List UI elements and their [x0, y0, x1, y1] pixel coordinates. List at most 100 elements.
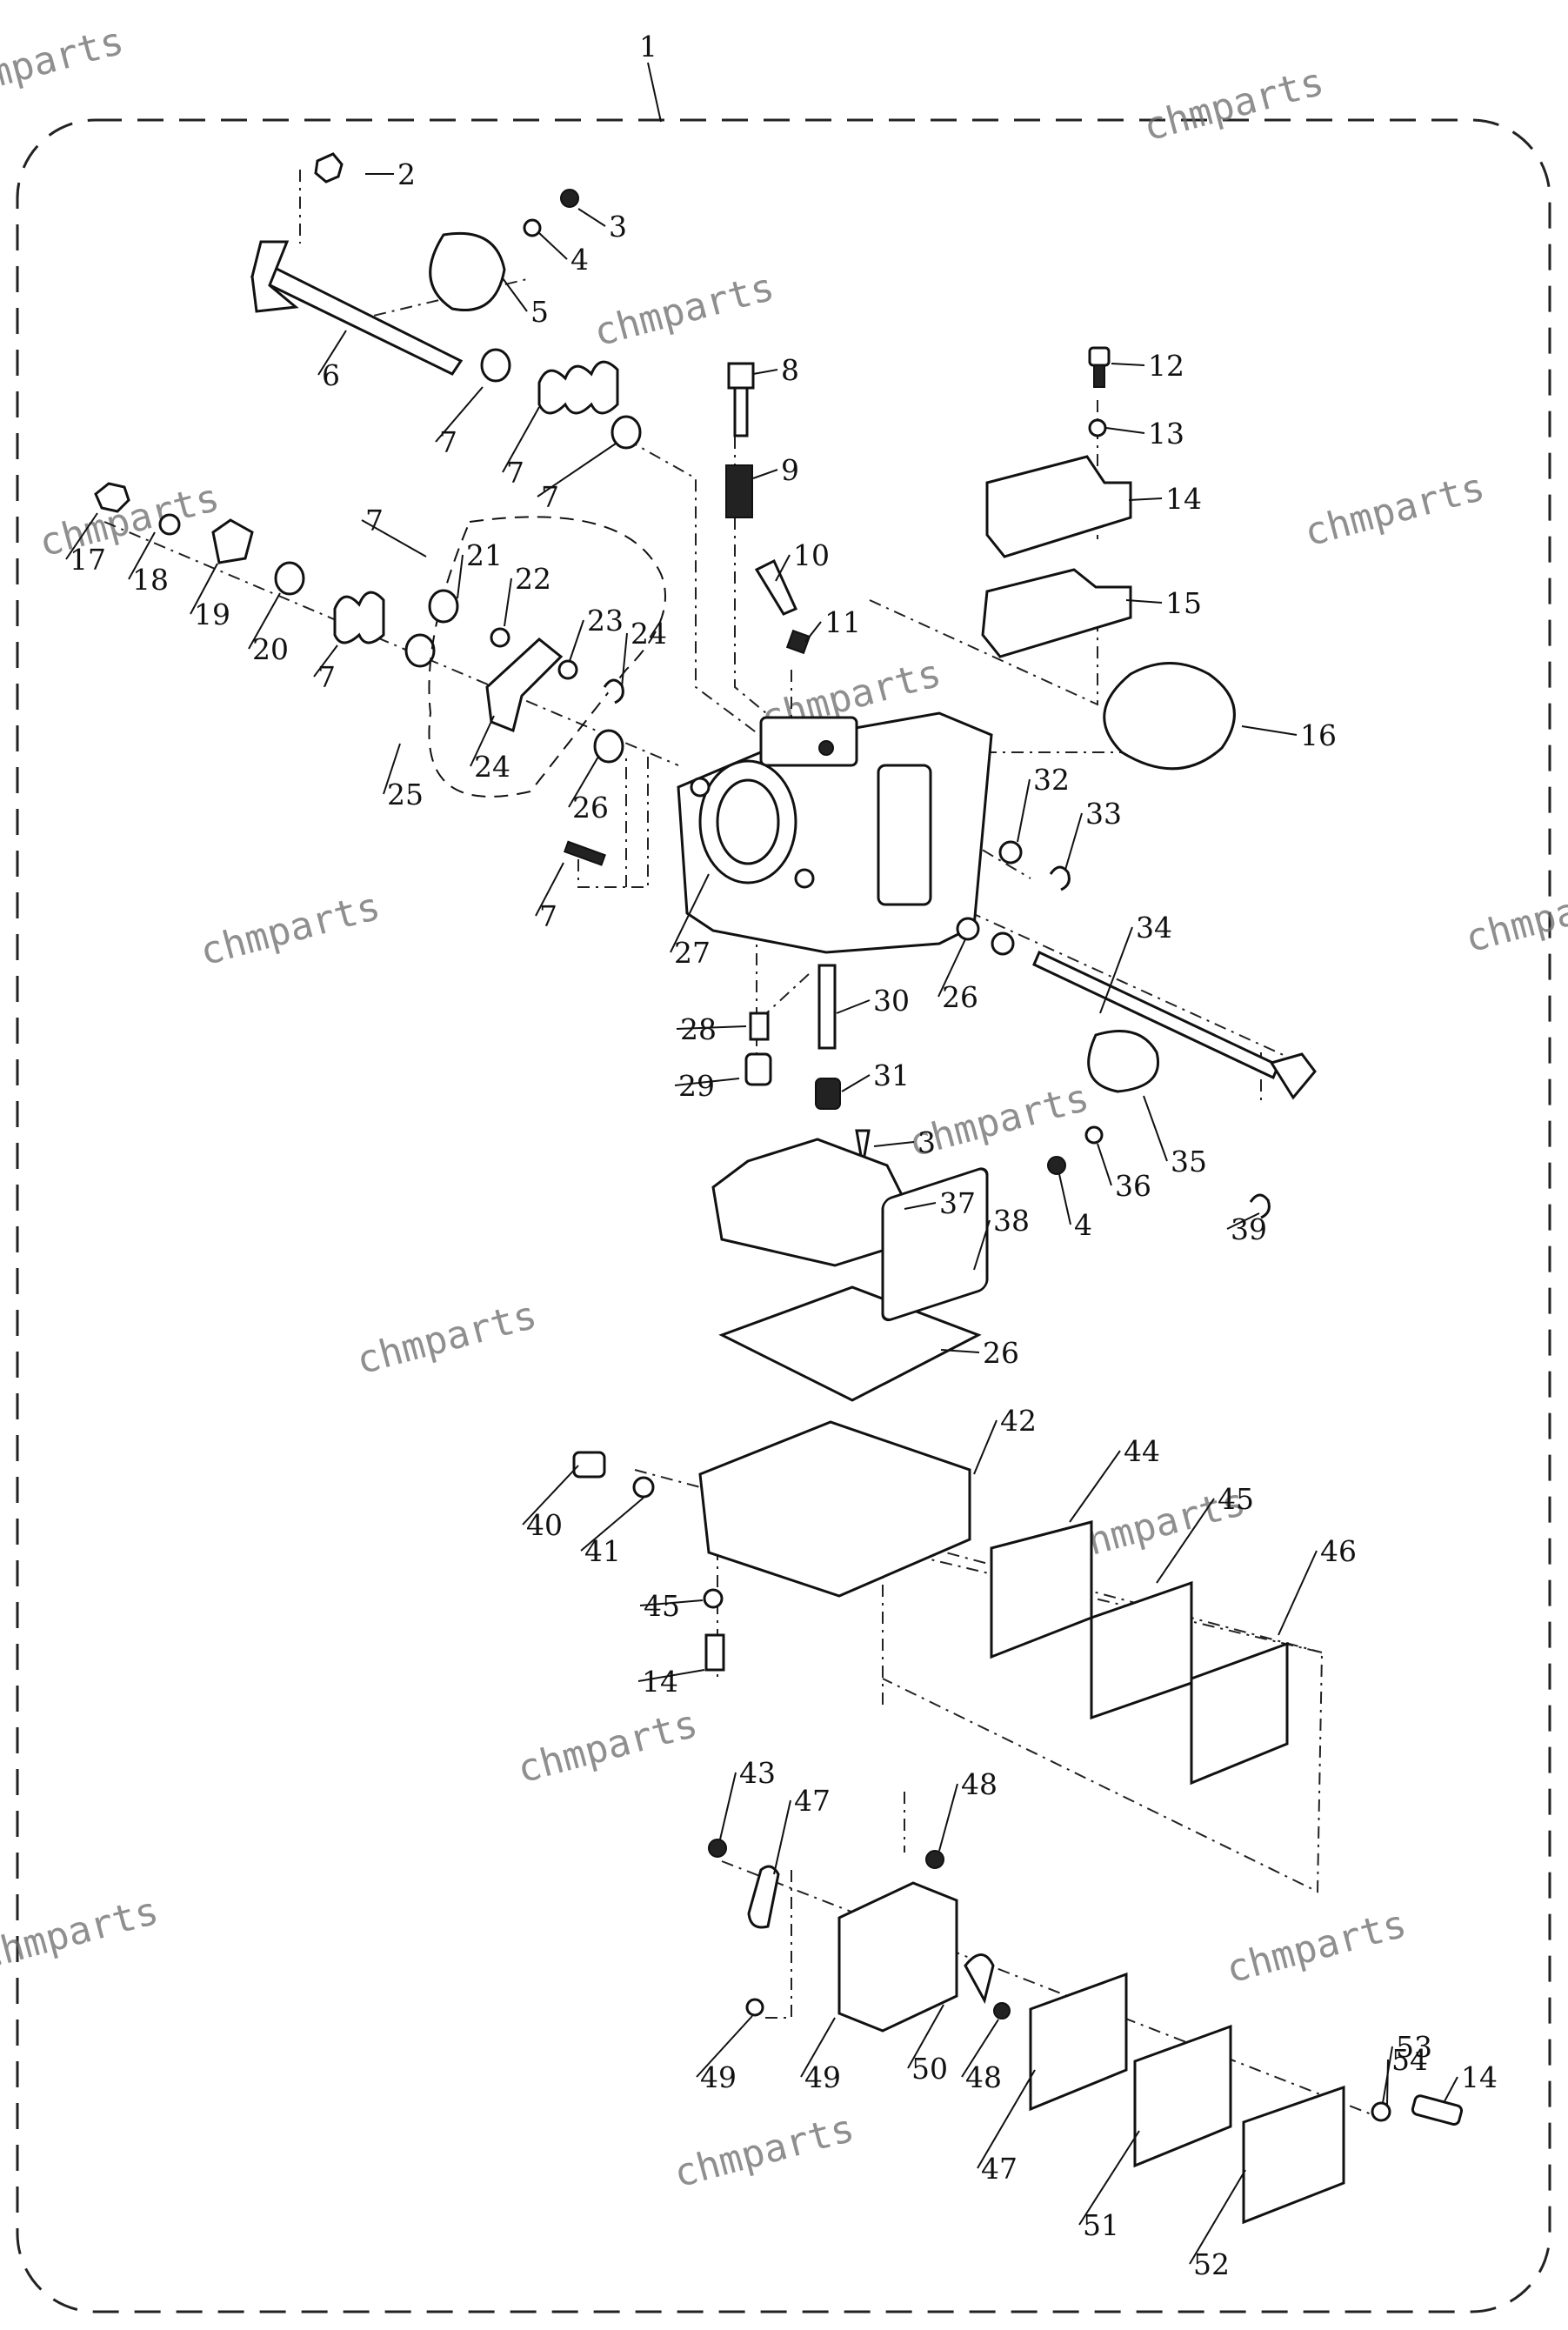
diaphragm	[1090, 1580, 1193, 1720]
callout-leader-line	[773, 1799, 791, 1875]
sub-assembly-boundary	[428, 516, 666, 798]
part-callout-label: 46	[1320, 1534, 1357, 1568]
part-callout-label: 18	[132, 563, 169, 597]
part-callout-label: 10	[793, 538, 830, 572]
callout-leader-line	[1097, 1143, 1112, 1186]
part-callout-label: 31	[873, 1058, 910, 1092]
watermark: chmparts	[196, 885, 385, 975]
bushing	[480, 348, 511, 383]
callout-leader-line	[1105, 427, 1145, 434]
part-callout-label: 42	[1000, 1404, 1037, 1438]
callout-leader-line	[313, 644, 338, 678]
callout-leader-line	[1128, 497, 1163, 501]
bushing	[611, 415, 642, 450]
bushing	[428, 589, 459, 624]
pin	[563, 840, 606, 866]
bushing	[593, 729, 624, 764]
part-callout-label: 37	[939, 1186, 976, 1220]
part-callout-label: 13	[1148, 417, 1184, 451]
part-callout-label: 45	[1218, 1482, 1254, 1516]
callout-leader-line	[1078, 2130, 1140, 2226]
callout-leader-line	[1125, 599, 1163, 604]
callout-leader-line	[383, 743, 401, 795]
bushing	[274, 561, 305, 596]
plate	[985, 455, 1132, 558]
part-callout-label: 7	[506, 456, 524, 490]
part-callout-label: 26	[572, 791, 609, 825]
part-callout-label: 19	[194, 598, 230, 631]
callout-leader-line	[457, 554, 464, 599]
callout-leader-line	[775, 554, 791, 582]
callout-leader-line	[190, 563, 218, 615]
watermark: chmparts	[35, 476, 224, 566]
spring	[725, 464, 753, 518]
choke-shaft-group	[956, 840, 1317, 1219]
washer	[158, 513, 181, 536]
callout-leader-line	[248, 592, 281, 650]
part-callout-label: 29	[678, 1069, 715, 1103]
callout-leader-line	[907, 2004, 944, 2069]
watermark: chmparts	[1139, 60, 1329, 150]
part-callout-label: 54	[1391, 2043, 1428, 2077]
assembly-boundary	[16, 118, 1551, 2313]
callout-leader-line	[873, 1141, 915, 1147]
watermark: chmparts	[1461, 871, 1568, 962]
part-callout-label: 39	[1231, 1212, 1267, 1246]
float	[711, 1138, 906, 1267]
part-callout-label: 24	[474, 750, 510, 784]
callout-leader-line	[1241, 725, 1298, 736]
callout-leader-line	[537, 443, 617, 497]
callout-leader-line	[65, 512, 98, 560]
callout-leader-line	[502, 277, 528, 312]
part-callout-label: 7	[541, 480, 559, 514]
watermark: chmparts	[1300, 465, 1490, 556]
part-callout-label: 48	[965, 2060, 1002, 2094]
clip	[603, 678, 624, 704]
watermark: chmparts	[1222, 1902, 1411, 1993]
washer	[557, 659, 578, 680]
watermark: chmparts	[513, 1702, 703, 1793]
callout-leader-line	[836, 999, 871, 1014]
callout-leader-line	[940, 1349, 980, 1353]
part-callout-label: 24	[631, 617, 667, 651]
part-callout-label: 36	[1115, 1169, 1151, 1203]
watermark: chmparts	[352, 1293, 542, 1384]
part-callout-label: 41	[584, 1534, 621, 1568]
callout-leader-line	[961, 2019, 999, 2078]
callout-leader-line	[676, 1025, 747, 1030]
part-callout-label: 25	[387, 778, 424, 811]
callout-leader-line	[621, 632, 628, 688]
callout-leader-line	[128, 531, 156, 580]
callout-leader-line	[317, 330, 347, 376]
pump-gasket	[1029, 1972, 1128, 2112]
callout-leader-line	[1143, 1095, 1168, 1162]
callout-leader-line	[1058, 1173, 1071, 1225]
part-callout-label: 2	[397, 157, 416, 191]
callout-leader-line	[522, 1465, 579, 1526]
part-callout-label: 16	[1300, 718, 1337, 752]
assembly-leader	[647, 62, 662, 123]
watermark: chmparts	[670, 2106, 859, 2197]
part-callout-label: 52	[1193, 2247, 1230, 2281]
part-callout-label: 4	[1074, 1208, 1092, 1242]
assembly-number: 1	[639, 30, 657, 63]
part-callout-label: 38	[993, 1204, 1030, 1238]
part-callout-label: 43	[739, 1756, 776, 1790]
part-callout-label: 23	[587, 604, 624, 638]
part-callout-label: 28	[680, 1012, 717, 1046]
callout-leader-line	[1189, 2169, 1246, 2265]
callout-leader-line	[639, 1599, 704, 1606]
pump-diaphragm	[1133, 2024, 1232, 2168]
part-callout-label: 12	[1148, 349, 1184, 383]
callout-leader-line	[752, 369, 778, 375]
callout-leader-line	[1017, 778, 1031, 843]
watermark: chmparts	[590, 265, 779, 356]
callout-leader-line	[568, 756, 599, 808]
callout-leader-line	[361, 519, 427, 557]
callout-leader-line	[1386, 2059, 1389, 2106]
float-bowl-group	[572, 1167, 1289, 1786]
part-callout-label: 6	[322, 358, 340, 392]
washer	[490, 627, 510, 648]
part-callout-label: 7	[317, 660, 336, 694]
